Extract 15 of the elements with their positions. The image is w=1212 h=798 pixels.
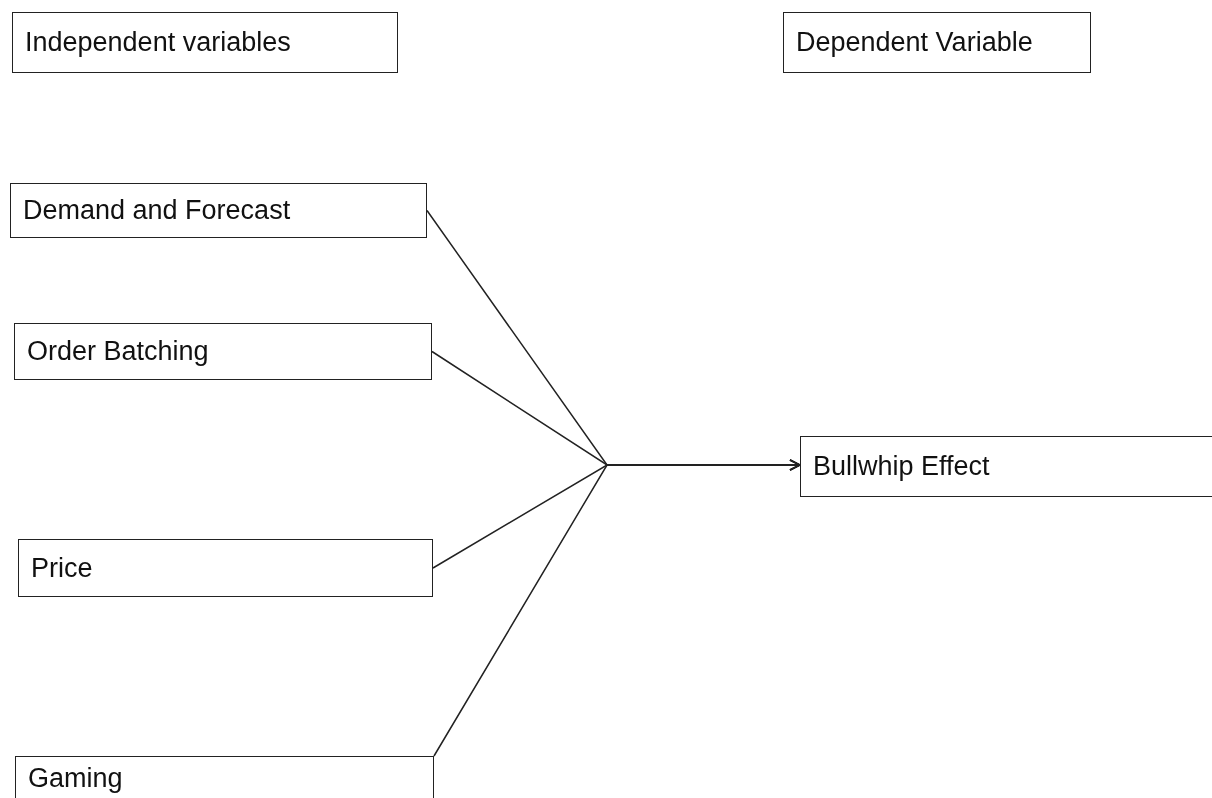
box-label: Order Batching	[27, 336, 209, 367]
variable-box	[18, 539, 433, 597]
box-label: Gaming	[28, 763, 123, 794]
variable-box	[10, 183, 427, 238]
box-label: Independent variables	[25, 27, 291, 58]
box-label: Dependent Variable	[796, 27, 1033, 58]
box-label: Bullwhip Effect	[813, 451, 990, 482]
variable-box	[800, 436, 1212, 497]
variable-box	[14, 323, 432, 380]
connector-arrow	[433, 459, 801, 757]
variable-box	[15, 756, 434, 798]
variable-box	[12, 12, 398, 73]
box-label: Price	[31, 552, 93, 584]
variable-box	[783, 12, 1091, 73]
box-label: Demand and Forecast	[23, 195, 291, 226]
